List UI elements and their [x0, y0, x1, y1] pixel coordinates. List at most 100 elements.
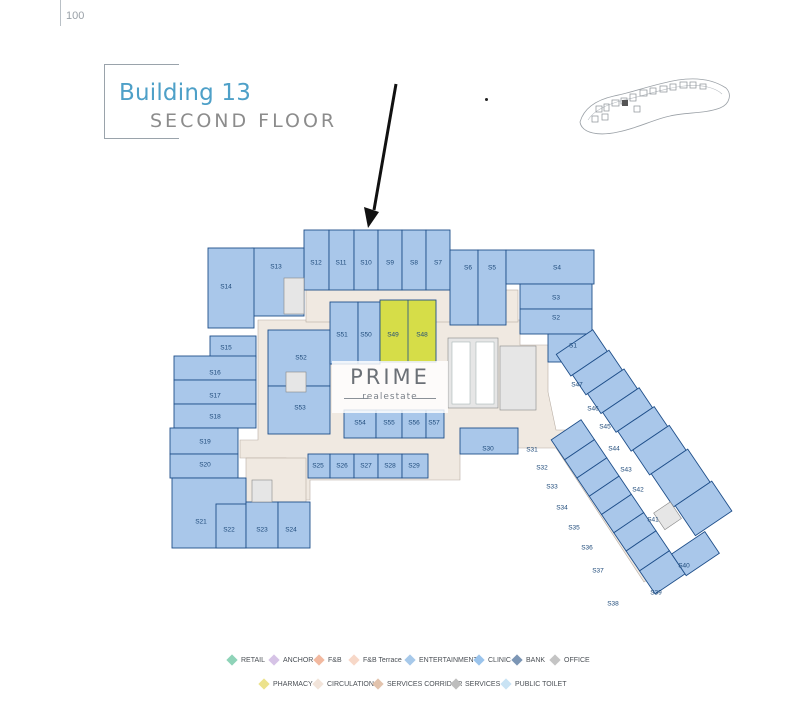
- title-frame: [104, 64, 179, 139]
- label-S22: S22: [223, 527, 235, 534]
- unit-S19[interactable]: [169, 427, 239, 455]
- unit-S18[interactable]: [173, 403, 257, 429]
- unit-S10[interactable]: [353, 229, 379, 291]
- unit-S6[interactable]: [449, 249, 479, 326]
- label-S3: S3: [552, 295, 560, 302]
- label-S1: S1: [569, 343, 577, 350]
- label-S12: S12: [310, 260, 322, 267]
- label-S51: S51: [336, 332, 348, 339]
- building-title: Building 13: [119, 80, 252, 106]
- central-lift: [285, 371, 307, 393]
- unit-S12[interactable]: [303, 229, 330, 291]
- unit-S14[interactable]: [207, 247, 255, 329]
- prime-brand: PRIME: [350, 365, 430, 389]
- unit-S16[interactable]: [173, 355, 257, 381]
- label-S43: S43: [620, 467, 632, 474]
- floor-title: SECOND FLOOR: [150, 110, 338, 132]
- label-S6: S6: [464, 265, 472, 272]
- unit-S29[interactable]: [401, 453, 429, 479]
- unit-S2[interactable]: [519, 308, 593, 335]
- label-S24: S24: [285, 527, 297, 534]
- unit-S30[interactable]: [459, 427, 519, 455]
- toilet-b: [475, 341, 495, 405]
- label-S2: S2: [552, 315, 560, 322]
- stray-dot: [485, 98, 488, 101]
- label-S28: S28: [384, 463, 396, 470]
- unit-S24[interactable]: [277, 501, 311, 549]
- unit-S8[interactable]: [401, 229, 427, 291]
- pointer-arrow: [364, 83, 398, 228]
- label-S55: S55: [383, 420, 395, 427]
- unit-S15[interactable]: [209, 335, 257, 359]
- page-number: 100: [66, 10, 85, 22]
- prime-watermark: PRIME realestate: [332, 361, 448, 413]
- label-S54: S54: [354, 420, 366, 427]
- unit-S17[interactable]: [173, 379, 257, 405]
- label-S21: S21: [195, 519, 207, 526]
- label-S52: S52: [295, 355, 307, 362]
- label-S26: S26: [336, 463, 348, 470]
- label-S39: S39: [650, 590, 662, 597]
- unit-S4[interactable]: [505, 249, 595, 285]
- label-S36: S36: [581, 545, 593, 552]
- label-S7: S7: [434, 260, 442, 267]
- unit-S39[interactable]: [671, 531, 720, 577]
- east-lift-core: [499, 345, 537, 411]
- unit-S23[interactable]: [245, 501, 279, 549]
- label-S47: S47: [571, 382, 583, 389]
- prime-tagline: realestate: [362, 392, 418, 402]
- label-S49: S49: [387, 332, 399, 339]
- label-S18: S18: [209, 414, 221, 421]
- site-keymap-icon: [579, 78, 730, 135]
- label-S53: S53: [294, 405, 306, 412]
- label-S35: S35: [568, 525, 580, 532]
- west-lift: [251, 479, 273, 503]
- label-S17: S17: [209, 393, 221, 400]
- label-S46: S46: [587, 406, 599, 413]
- label-S15: S15: [220, 345, 232, 352]
- unit-S54[interactable]: [343, 409, 377, 439]
- label-S4: S4: [553, 265, 561, 272]
- label-S41: S41: [647, 517, 659, 524]
- unit-S11[interactable]: [328, 229, 355, 291]
- unit-S20[interactable]: [169, 453, 239, 479]
- unit-S26[interactable]: [329, 453, 355, 479]
- label-S9: S9: [386, 260, 394, 267]
- label-S40: S40: [678, 563, 690, 570]
- label-S23: S23: [256, 527, 268, 534]
- label-S37: S37: [592, 568, 604, 575]
- label-S5: S5: [488, 265, 496, 272]
- label-S34: S34: [556, 505, 568, 512]
- unit-S7[interactable]: [425, 229, 451, 291]
- unit-S22[interactable]: [215, 503, 247, 549]
- label-S38: S38: [607, 601, 619, 608]
- label-S56: S56: [408, 420, 420, 427]
- label-S29: S29: [408, 463, 420, 470]
- label-S27: S27: [360, 463, 372, 470]
- label-S33: S33: [546, 484, 558, 491]
- label-S19: S19: [199, 439, 211, 446]
- label-S16: S16: [209, 370, 221, 377]
- label-S13: S13: [270, 264, 282, 271]
- label-S11: S11: [335, 260, 346, 267]
- west-stair: [283, 277, 305, 315]
- label-S31: S31: [526, 447, 538, 454]
- unit-S3[interactable]: [519, 283, 593, 310]
- toilet-a: [451, 341, 471, 405]
- label-S45: S45: [599, 424, 611, 431]
- unit-S9[interactable]: [377, 229, 403, 291]
- unit-S40[interactable]: [674, 480, 733, 537]
- label-S42: S42: [632, 487, 644, 494]
- label-S48: S48: [416, 332, 428, 339]
- label-S25: S25: [312, 463, 324, 470]
- label-S50: S50: [360, 332, 372, 339]
- label-S8: S8: [410, 260, 418, 267]
- page-rule: [60, 0, 61, 26]
- label-S57: S57: [428, 420, 440, 427]
- label-S32: S32: [536, 465, 548, 472]
- label-S20: S20: [199, 462, 211, 469]
- unit-S51[interactable]: [329, 301, 359, 365]
- unit-S5[interactable]: [477, 249, 507, 326]
- prime-rule-left: [344, 398, 368, 399]
